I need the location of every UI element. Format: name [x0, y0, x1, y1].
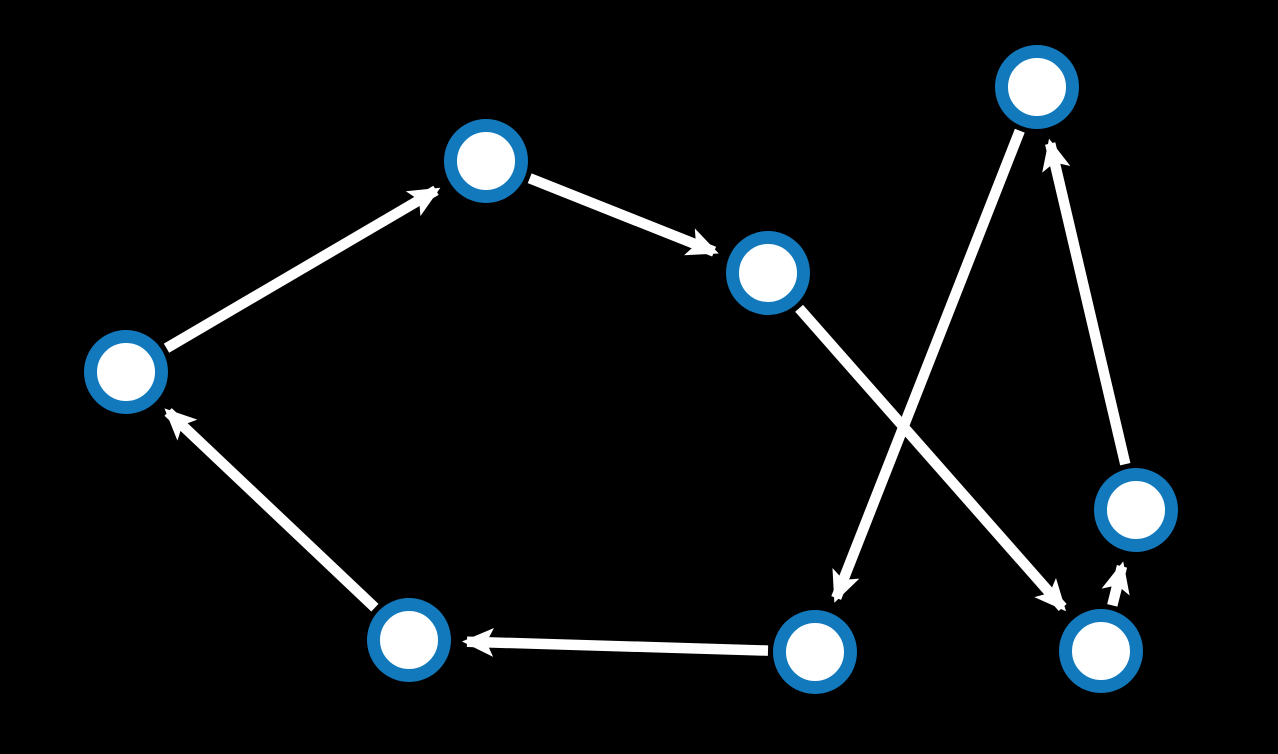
edge-n8-to-n1 [164, 408, 379, 612]
edge-n5-to-n4 [1042, 138, 1131, 466]
upper-middle-node [726, 231, 810, 315]
edge-n7-to-n8 [461, 628, 769, 657]
edge-n3-to-n6 [795, 304, 1067, 612]
edge-n6-to-n5 [1101, 561, 1130, 607]
right-node [1094, 468, 1178, 552]
bottom-center-node [773, 610, 857, 694]
left-node [84, 330, 168, 414]
edge-n4-to-n7 [831, 128, 1025, 603]
top-left-node [444, 119, 528, 203]
bottom-right-node [1059, 609, 1143, 693]
top-right-node [995, 45, 1079, 129]
edge-n2-to-n3 [527, 173, 719, 257]
bottom-left-node [367, 598, 451, 682]
edge-n1-to-n2 [163, 185, 441, 353]
